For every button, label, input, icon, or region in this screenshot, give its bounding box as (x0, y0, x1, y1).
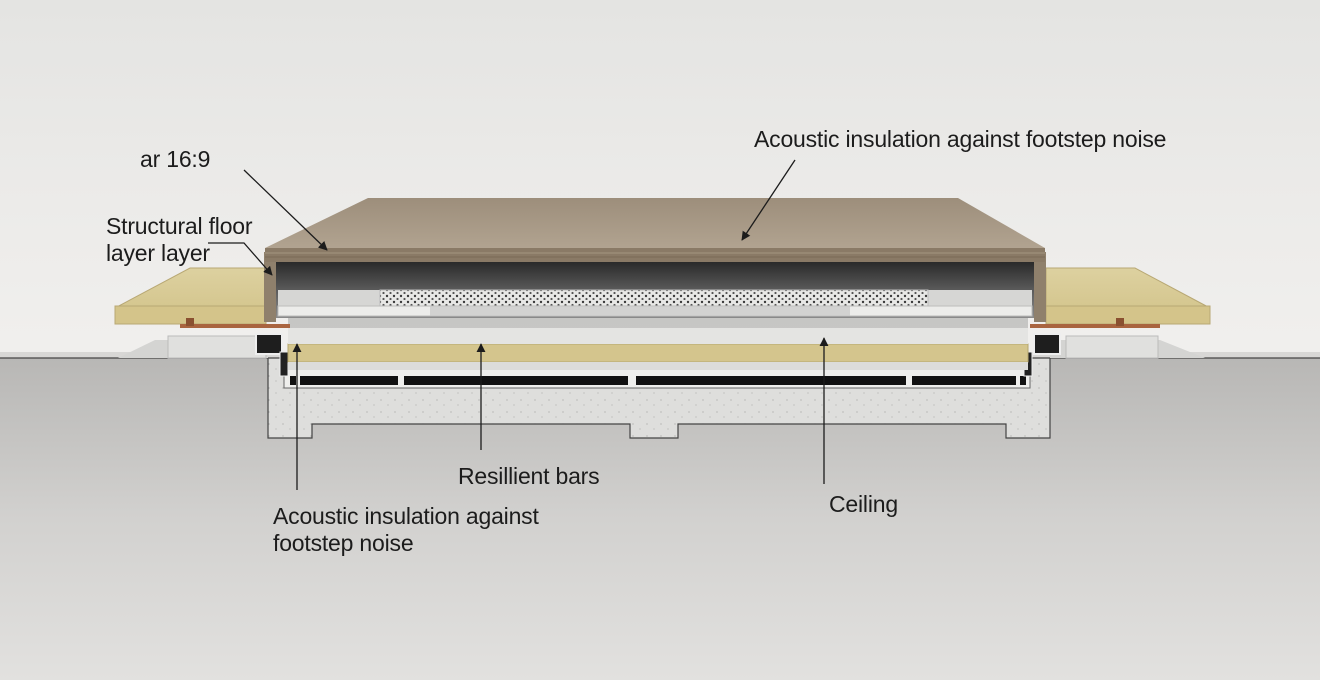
label-aspect-note: ar 16:9 (140, 146, 211, 172)
label-acoustic-insulation-top: Acoustic insulation against footstep noi… (754, 126, 1167, 152)
label-acoustic-bottom-line2: footstep noise (273, 530, 414, 556)
insulation-layer (287, 318, 1029, 370)
label-structural-floor-line1: Structural floor (106, 213, 253, 239)
label-resilient-bars: Resillient bars (458, 463, 600, 489)
label-acoustic-insulation-bottom: Acoustic insulation against footstep noi… (273, 503, 539, 557)
leader-lines (208, 159, 829, 490)
label-acoustic-bottom-line1: Acoustic insulation against (273, 503, 539, 529)
wood-floor-panel (264, 198, 1046, 322)
label-ceiling: Ceiling (829, 491, 898, 517)
label-structural-floor: Structural floor layer layer (106, 213, 253, 267)
label-structural-floor-line2: layer layer (106, 240, 210, 266)
